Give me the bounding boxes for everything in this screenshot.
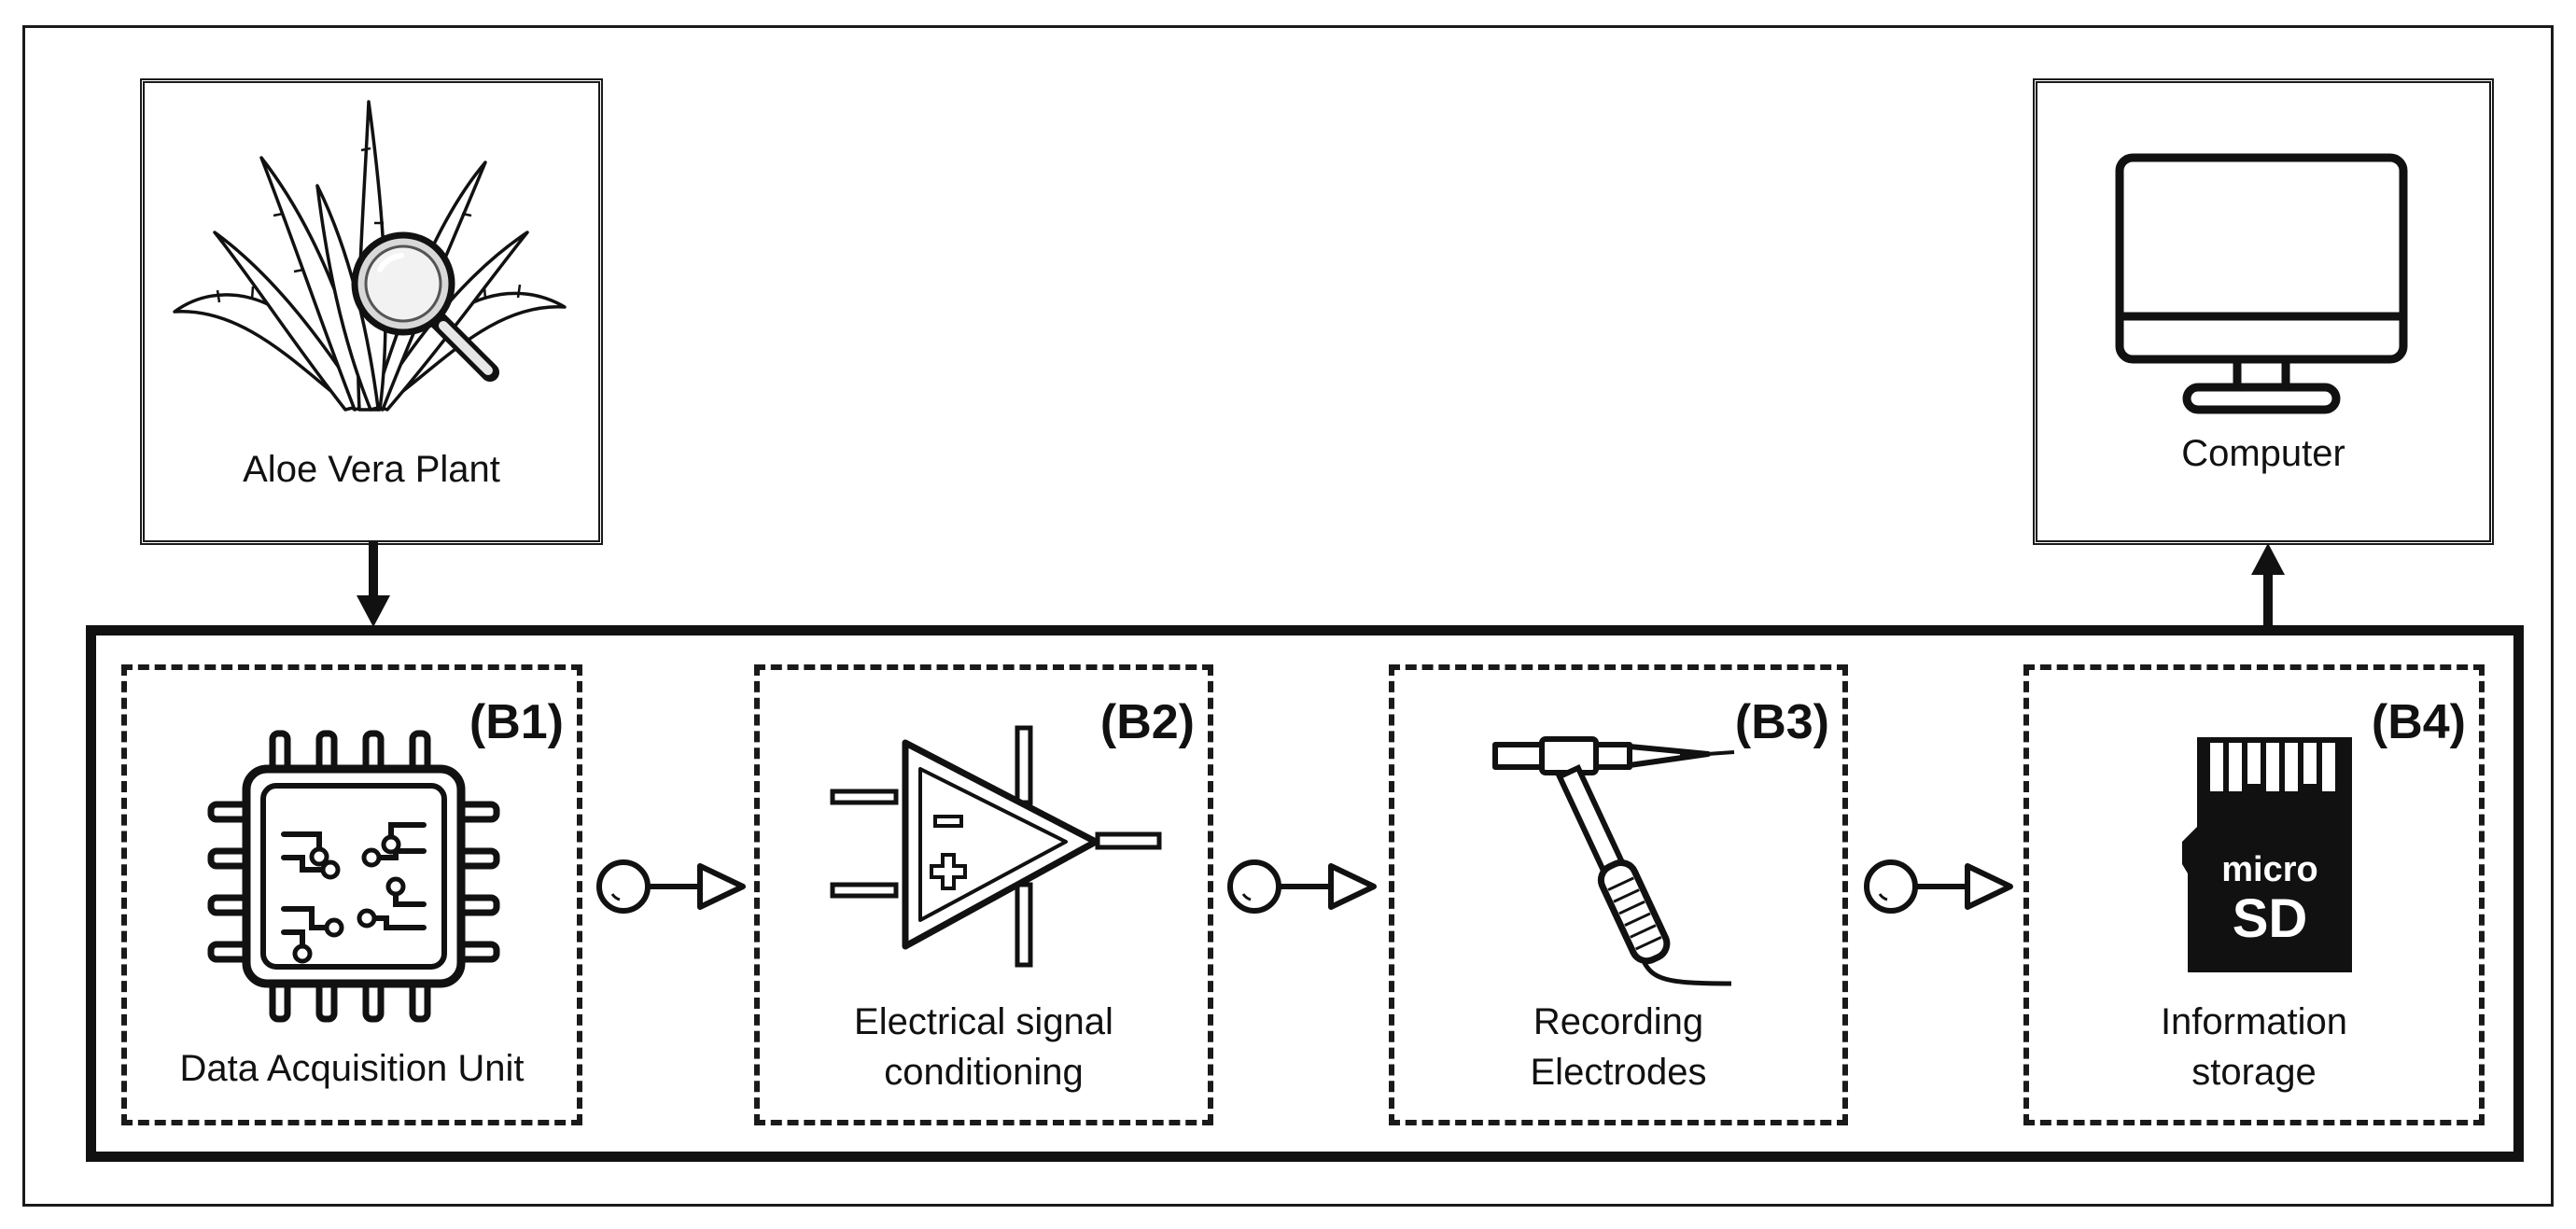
- aloe-vera-magnifier-icon: [173, 100, 567, 412]
- block-code: (B1): [469, 695, 564, 749]
- magnifier-icon: [351, 231, 499, 382]
- monitor-icon: [2115, 153, 2408, 414]
- system-frame: [86, 625, 2524, 1162]
- block-label-line: Information: [2160, 1001, 2348, 1042]
- block-code: (B4): [2371, 695, 2466, 749]
- block-code: (B2): [1099, 695, 1195, 749]
- block-label-line: conditioning: [884, 1052, 1084, 1093]
- link-arrow-b1-b2: [596, 859, 746, 914]
- outer-frame: [22, 25, 2554, 1207]
- micro-sd-card-text-micro: micro: [2221, 850, 2317, 889]
- block-label-line: Electrical signal: [854, 1001, 1113, 1042]
- arrow-system-to-computer: [2251, 543, 2285, 629]
- block-b3: (B3) Recording Electrodes: [1389, 664, 1848, 1125]
- arrow-plant-to-system: [357, 541, 390, 627]
- computer-label: Computer: [2181, 433, 2345, 474]
- block-label-line: Electrodes: [1530, 1052, 1707, 1093]
- micro-sd-card-icon: micro SD: [2182, 737, 2352, 972]
- op-amp-icon: [830, 725, 1162, 968]
- block-label-line: Data Acquisition Unit: [179, 1048, 525, 1089]
- aloe-vera-plant-box: Aloe Vera Plant: [140, 78, 603, 545]
- electrode-probe-icon: [1492, 736, 1735, 986]
- block-code: (B3): [1734, 695, 1829, 749]
- microchip-icon: [207, 730, 500, 1023]
- link-arrow-b2-b3: [1227, 859, 1377, 914]
- block-label-line: storage: [2191, 1052, 2317, 1093]
- aloe-vera-plant-label: Aloe Vera Plant: [243, 449, 500, 490]
- link-arrow-b3-b4: [1864, 859, 2013, 914]
- micro-sd-card-text-sd: SD: [2233, 888, 2308, 949]
- block-label-line: Recording: [1533, 1001, 1704, 1042]
- block-b4: (B4) micro SD Information storage: [2023, 664, 2485, 1125]
- block-b2: (B2) Electrical signal conditioning: [754, 664, 1213, 1125]
- computer-box: Computer: [2033, 78, 2494, 545]
- block-b1: (B1) Data Acquisition Unit: [121, 664, 582, 1125]
